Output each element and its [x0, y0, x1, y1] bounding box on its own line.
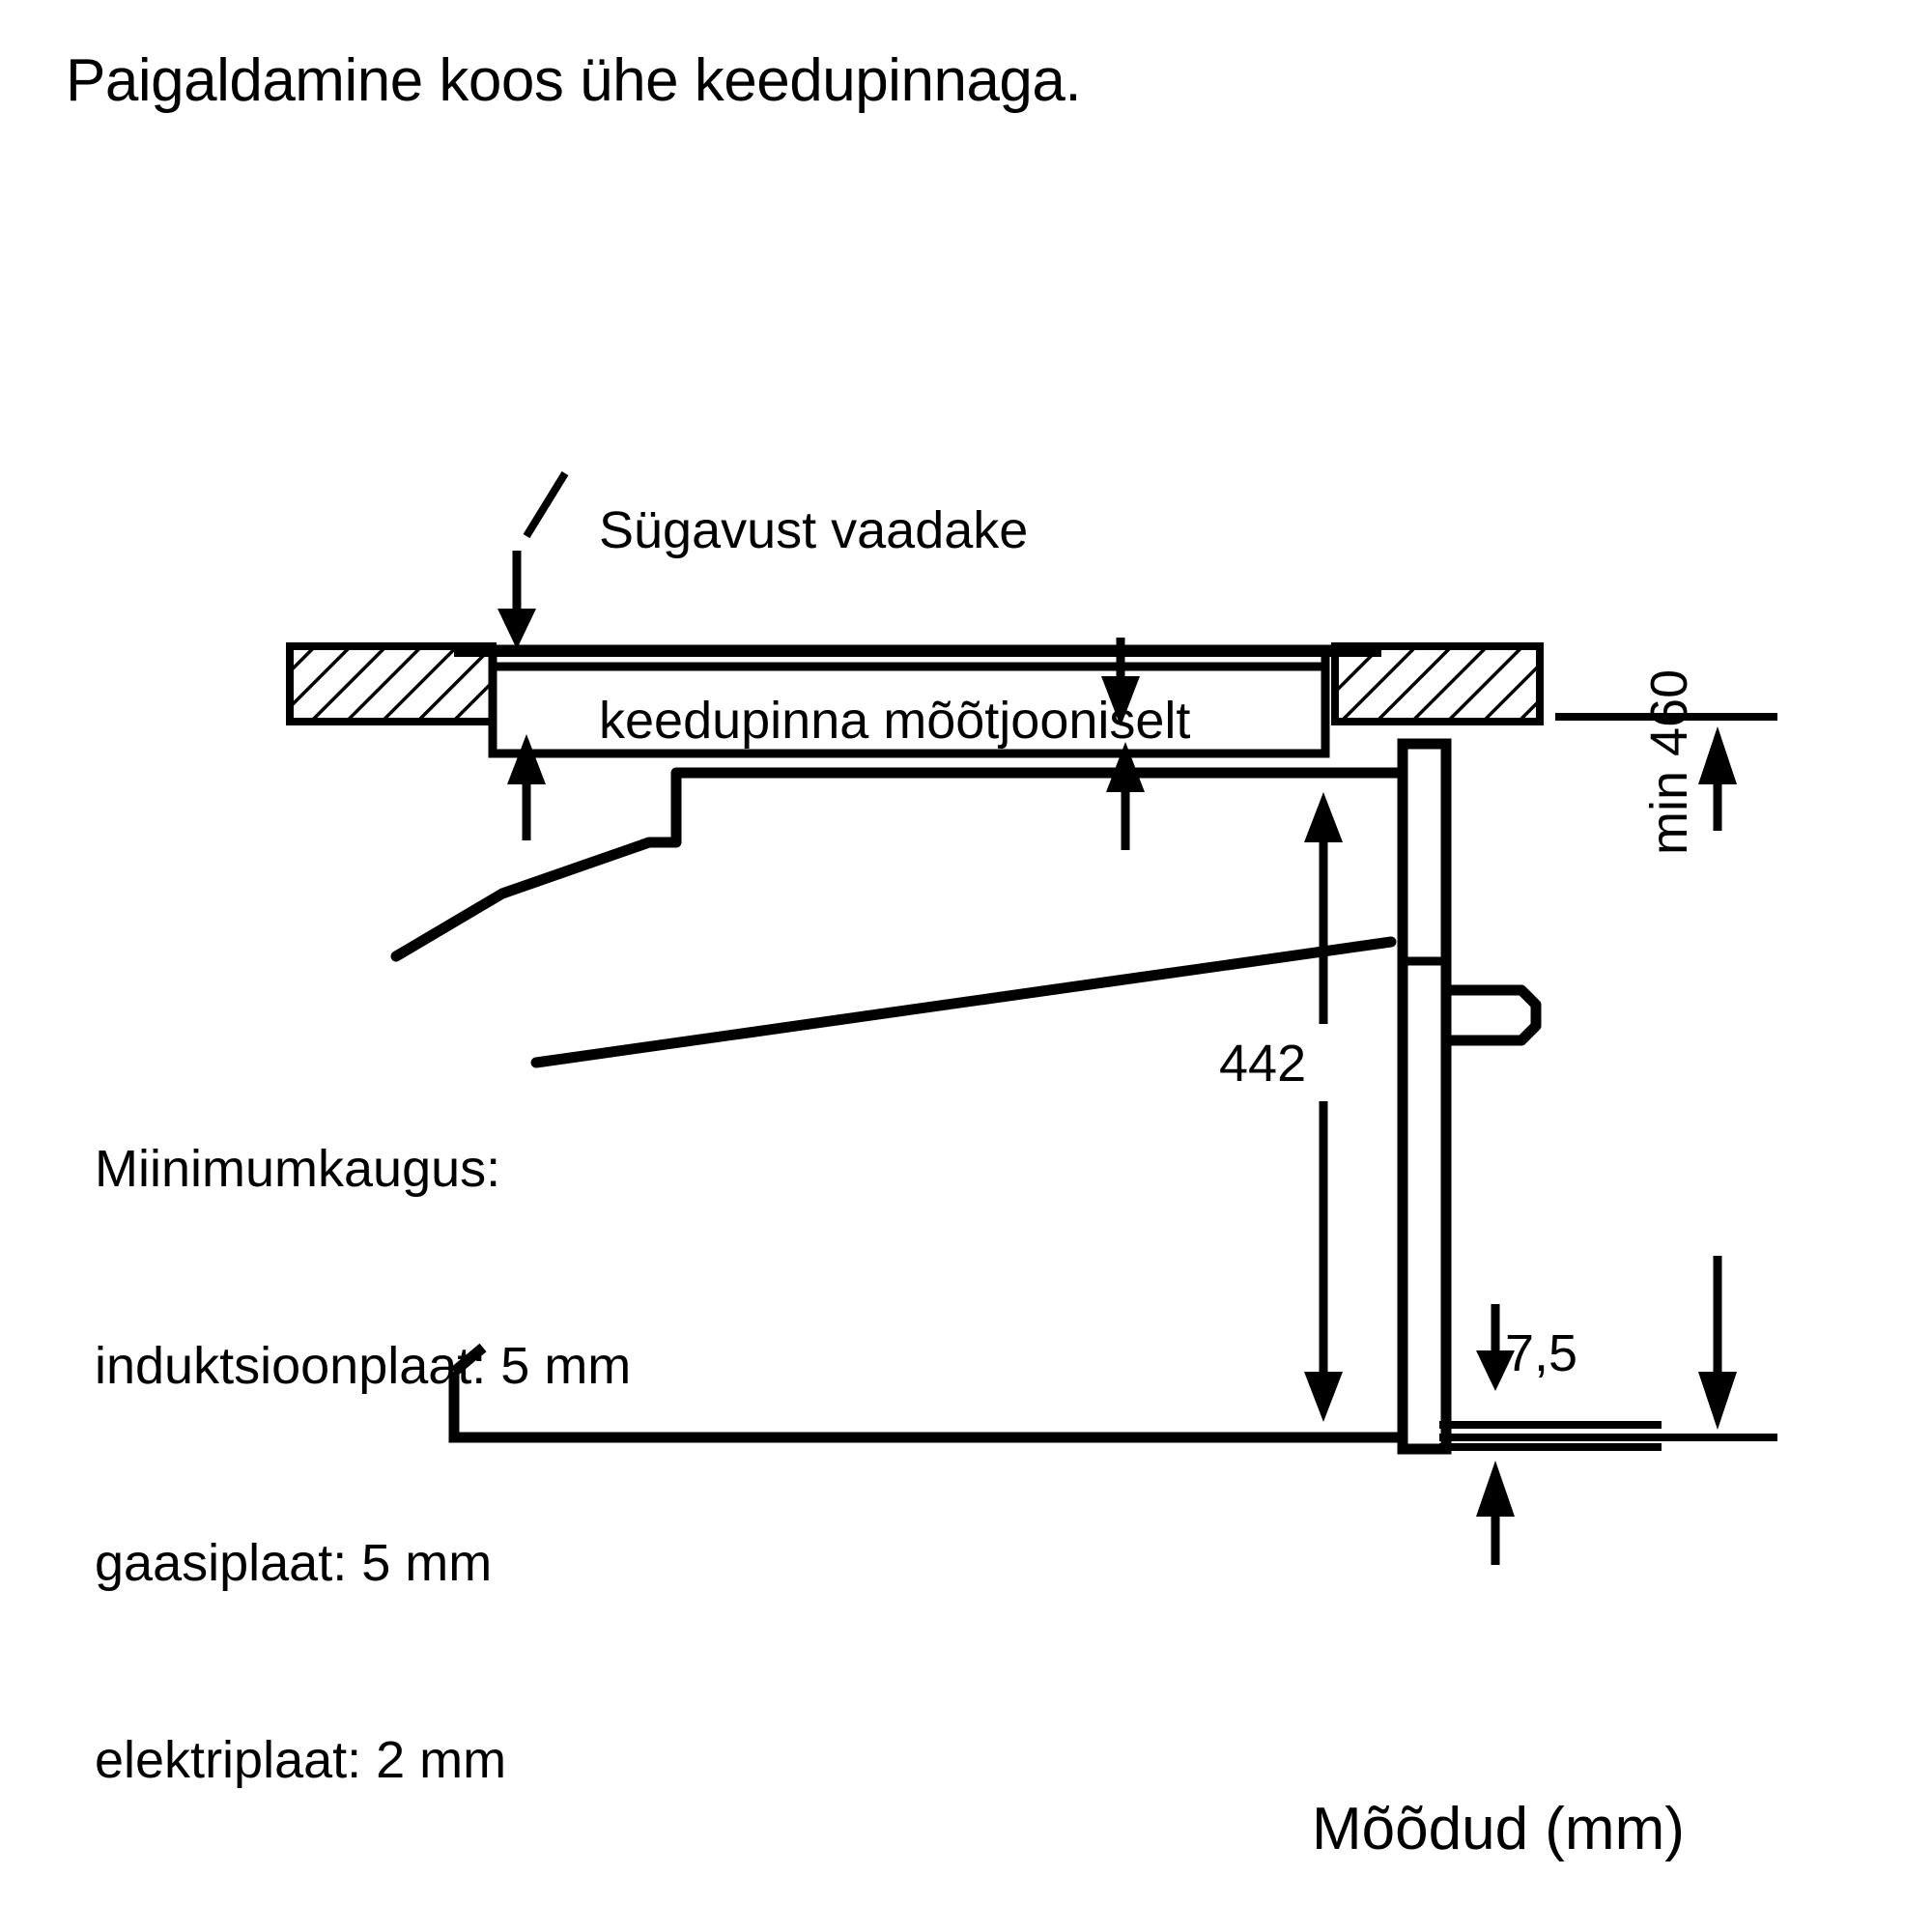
callout-depth-line2: keedupinna mõõtjooniselt — [599, 692, 1191, 751]
minimum-distance-electric: elektriplaat: 2 mm — [95, 1731, 507, 1790]
dimension-label-min-460: min 460 — [1640, 668, 1698, 855]
dimension-min-460 — [1439, 713, 1777, 1441]
footer-units-label: Mõõdud (mm) — [1312, 1796, 1685, 1862]
depth-note-leader — [497, 470, 569, 649]
callout-depth-note: Sügavust vaadake keedupinna mõõtjoonisel… — [599, 372, 1190, 881]
page-title: Paigaldamine koos ühe keedupinnaga. — [66, 47, 1082, 114]
dimension-label-7-5: 7,5 — [1505, 1324, 1578, 1382]
gap-arrow-left — [507, 734, 546, 840]
dimension-7-5 — [1439, 1304, 1662, 1565]
worktop-right — [1331, 642, 1544, 725]
callout-depth-line1: Sügavust vaadake — [599, 500, 1029, 559]
gap-arrow-middle — [1106, 742, 1145, 850]
worktop-left — [286, 642, 497, 725]
oven-cavity-outline — [390, 767, 1406, 1068]
hob-down-arrow — [1101, 638, 1140, 726]
oven-body-outline — [488, 649, 1330, 758]
dimension-442 — [1304, 792, 1343, 1422]
minimum-distance-heading: Miinimumkaugus: — [95, 1140, 501, 1199]
minimum-distance-induction: induktsioonplaat: 5 mm — [95, 1337, 632, 1396]
cooktop-plate — [454, 644, 1381, 657]
oven-front-frame — [1397, 738, 1542, 1455]
callout-minimum-distance: Miinimumkaugus: induktsioonplaat: 5 mm g… — [95, 1005, 631, 1924]
minimum-distance-gas: gaasiplaat: 5 mm — [95, 1534, 493, 1593]
oven-base-outline — [448, 1343, 1403, 1443]
dimension-label-442: 442 — [1219, 1035, 1307, 1093]
